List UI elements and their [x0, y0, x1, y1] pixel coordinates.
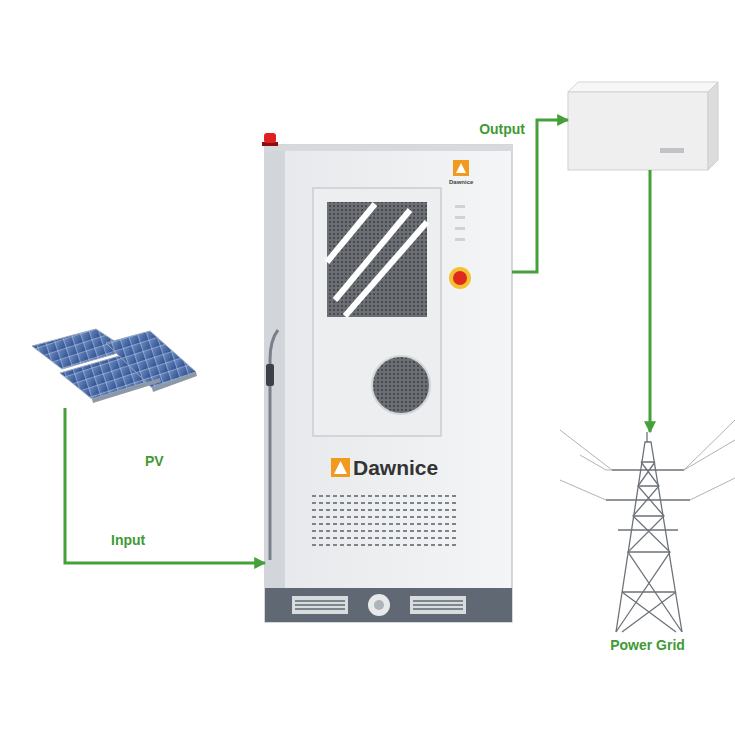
brand-logo-text: Dawnice	[353, 456, 438, 479]
transmission-tower	[560, 420, 735, 632]
node-label: PV	[145, 454, 164, 469]
wall-inverter	[568, 82, 718, 170]
brand-logo-text: Dawnice	[449, 179, 473, 186]
power-grid: Power Grid	[595, 432, 700, 632]
flow-label: Input	[109, 533, 147, 548]
storage-cabinet	[262, 133, 512, 622]
storage-cabinet: DawniceDawnice	[265, 145, 512, 622]
inverter-box	[568, 82, 718, 170]
flow-arrow	[512, 120, 568, 272]
node-label: Power Grid	[610, 638, 685, 653]
flow-label: Output	[477, 122, 527, 137]
flow-arrow	[649, 170, 652, 432]
flow-arrow	[65, 408, 265, 563]
pv-array: PV	[28, 322, 198, 408]
pv-panels	[32, 329, 197, 403]
